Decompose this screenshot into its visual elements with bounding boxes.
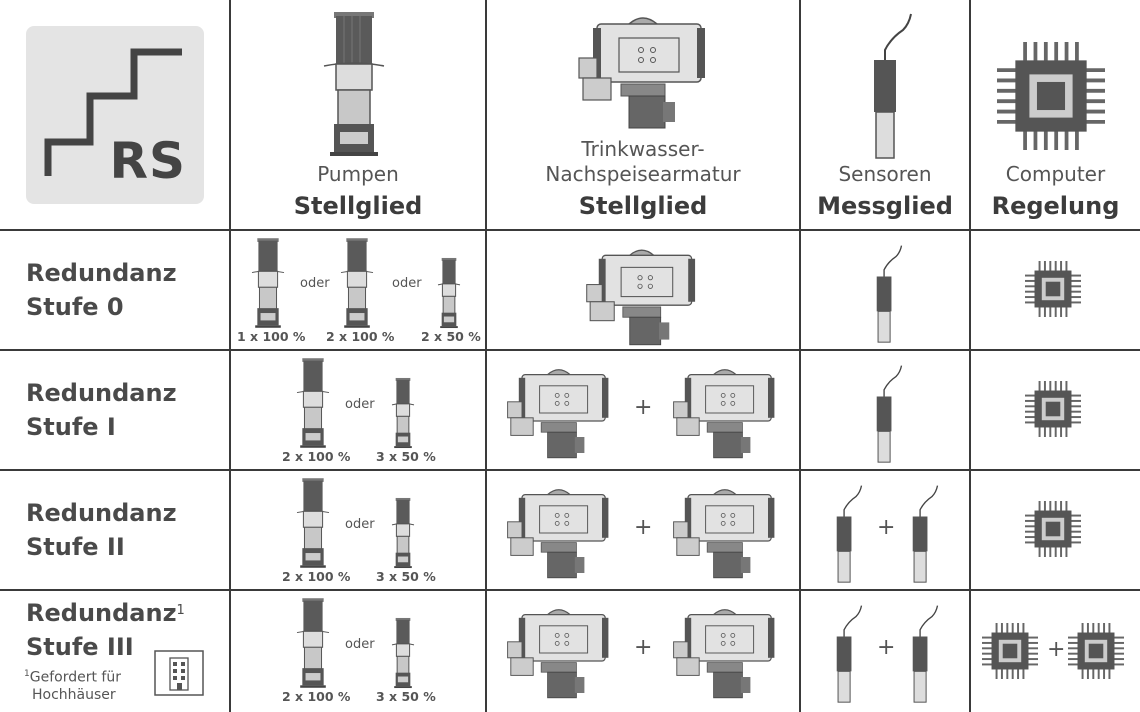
logo-text: RS <box>109 132 186 190</box>
column-title: Trinkwasser- <box>581 137 705 161</box>
connector-text: oder <box>345 517 375 532</box>
row-label-line2: Stufe 0 <box>26 293 124 321</box>
column-title-line2: Nachspeisearmatur <box>545 162 741 186</box>
column-role: Stellglied <box>578 192 708 220</box>
row-label-line1: Redundanz <box>26 259 177 287</box>
row-label-line2: Stufe III <box>26 633 134 661</box>
sensor-icon <box>912 485 939 583</box>
column-title: Computer <box>1005 162 1106 186</box>
column-divider <box>799 0 801 712</box>
column-role: Messglied <box>817 192 953 220</box>
pump-icon <box>437 257 461 329</box>
row-label: Redundanz Stufe II <box>26 496 177 564</box>
chip-icon <box>1025 381 1081 437</box>
pump-icon <box>391 497 415 569</box>
plus-sign: + <box>634 515 653 540</box>
chip-icon <box>1025 501 1081 557</box>
column-divider <box>229 0 231 712</box>
footnote-mark: 1 <box>176 603 185 618</box>
pump-icon <box>251 238 285 328</box>
pump-option-label: 2 x 100 % <box>282 569 351 584</box>
pump-option-label: 2 x 100 % <box>326 329 395 344</box>
pump-option-label: 3 x 50 % <box>376 569 436 584</box>
plus-sign: + <box>634 395 653 420</box>
column-divider <box>485 0 487 712</box>
pump-icon <box>296 478 330 568</box>
building-icon <box>154 650 204 696</box>
pump-option-label: 2 x 50 % <box>421 329 481 344</box>
plus-sign: + <box>634 635 653 660</box>
sensor-icon <box>876 365 903 463</box>
stairs-icon <box>44 48 182 176</box>
pump-icon <box>296 598 330 688</box>
rs-logo: RS <box>26 26 204 204</box>
valve-actuator-icon <box>507 369 609 459</box>
valve-actuator-icon <box>507 609 609 699</box>
header-pumpen: Pumpen Stellglied <box>231 0 485 229</box>
chip-icon <box>982 623 1038 679</box>
pump-option-label: 2 x 100 % <box>282 689 351 704</box>
pump-option-label: 1 x 100 % <box>237 329 306 344</box>
header-sensoren: Sensoren Messglied <box>801 0 969 229</box>
valve-actuator-icon <box>673 609 775 699</box>
pump-icon <box>296 358 330 448</box>
sensor-icon <box>836 605 863 703</box>
footnote: 1Gefordert für Hochhäuser <box>24 666 121 704</box>
header-nachspeisearmatur: Trinkwasser- Nachspeisearmatur Stellglie… <box>487 0 799 229</box>
plus-sign: + <box>877 635 896 660</box>
row-label-line2: Stufe I <box>26 413 116 441</box>
row-label-line1: Redundanz <box>26 599 177 627</box>
footnote-line2: Hochhäuser <box>32 686 116 703</box>
column-title: Pumpen <box>317 162 399 186</box>
sensor-icon <box>874 13 912 159</box>
pump-option-label: 2 x 100 % <box>282 449 351 464</box>
valve-actuator-icon <box>673 369 775 459</box>
chip-icon <box>1068 623 1124 679</box>
valve-actuator-icon <box>578 17 705 129</box>
pump-icon <box>323 12 385 156</box>
chip-icon <box>1025 261 1081 317</box>
column-role: Stellglied <box>293 192 423 220</box>
row-divider <box>0 229 1140 231</box>
plus-sign: + <box>1047 637 1066 662</box>
valve-actuator-icon <box>673 489 775 579</box>
pump-option-label: 3 x 50 % <box>376 689 436 704</box>
header-computer: Computer Regelung <box>971 0 1140 229</box>
row-label: Redundanz Stufe 0 <box>26 256 177 324</box>
row-divider <box>0 469 1140 471</box>
pump-icon <box>340 238 374 328</box>
connector-text: oder <box>345 397 375 412</box>
pump-icon <box>391 377 415 449</box>
pump-option-label: 3 x 50 % <box>376 449 436 464</box>
row-label-line2: Stufe II <box>26 533 125 561</box>
connector-text: oder <box>345 637 375 652</box>
footnote-mark: 1 <box>24 669 30 679</box>
row-divider <box>0 589 1140 591</box>
valve-actuator-icon <box>586 249 696 346</box>
row-label: Redundanz Stufe I <box>26 376 177 444</box>
chip-icon <box>997 42 1105 150</box>
connector-text: oder <box>392 276 422 291</box>
sensor-icon <box>836 485 863 583</box>
row-label-line1: Redundanz <box>26 499 177 527</box>
row-label-line1: Redundanz <box>26 379 177 407</box>
column-title: Sensoren <box>838 162 932 186</box>
column-role: Regelung <box>991 192 1120 220</box>
plus-sign: + <box>877 515 896 540</box>
pump-icon <box>391 617 415 689</box>
valve-actuator-icon <box>507 489 609 579</box>
sensor-icon <box>912 605 939 703</box>
column-divider <box>969 0 971 712</box>
sensor-icon <box>876 245 903 343</box>
row-divider <box>0 349 1140 351</box>
footnote-line1: Gefordert für <box>29 669 121 686</box>
row-label: Redundanz1 Stufe III <box>26 596 185 664</box>
connector-text: oder <box>300 276 330 291</box>
